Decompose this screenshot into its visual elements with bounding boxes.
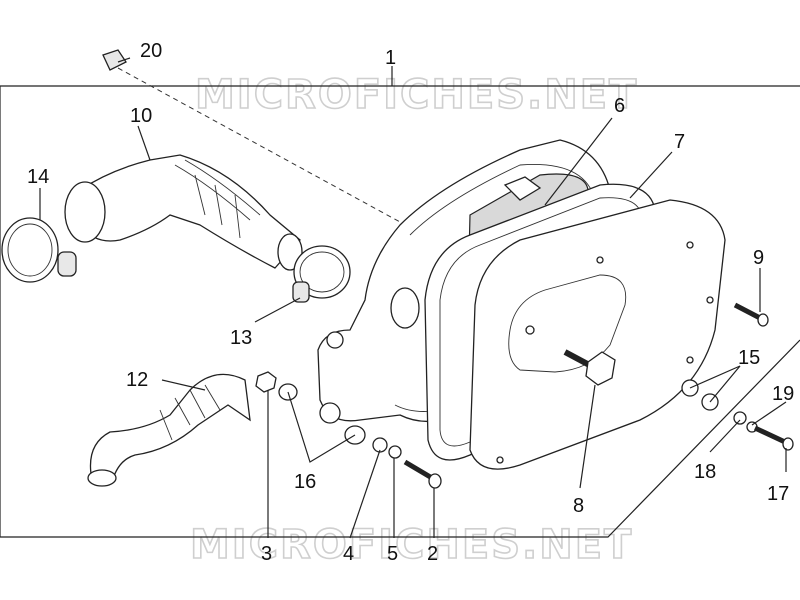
leader-19 (751, 401, 787, 426)
callout-8: 8 (573, 495, 584, 517)
leader-20 (117, 57, 131, 63)
callout-16: 16 (294, 471, 316, 493)
callout-13: 13 (230, 327, 252, 349)
callout-14: 14 (27, 166, 49, 188)
callout-10: 10 (130, 105, 152, 127)
leader-6 (544, 117, 613, 206)
callout-15: 15 (738, 347, 760, 369)
callout-12: 12 (126, 369, 148, 391)
leader-10 (137, 125, 151, 161)
washer-4 (372, 437, 388, 453)
leader-15 (689, 365, 741, 403)
bolt-17 (753, 425, 794, 451)
hose-clamp-13 (292, 245, 351, 303)
air-box-cover (469, 199, 726, 470)
callout-1: 1 (385, 47, 396, 69)
callout-4: 4 (343, 543, 354, 565)
callout-19: 19 (772, 383, 794, 405)
leader-12 (161, 379, 206, 391)
intake-duct-10 (64, 154, 303, 271)
nut-3 (255, 371, 277, 393)
callout-17: 17 (767, 483, 789, 505)
bushing-15 (681, 379, 719, 411)
leader-18 (709, 419, 741, 453)
bolt-2 (403, 459, 442, 489)
hose-clamp-14 (1, 217, 77, 283)
callout-18: 18 (694, 461, 716, 483)
assembly-frame-left (0, 85, 800, 538)
clip-20 (102, 49, 127, 71)
leader-4 (349, 449, 381, 539)
callout-6: 6 (614, 95, 625, 117)
duct-12 (87, 373, 251, 487)
watermark-top: MICROFICHES.NET (195, 72, 638, 118)
leader-16 (287, 391, 356, 463)
leader-13 (254, 297, 301, 323)
washer-5 (388, 445, 402, 459)
screw-9 (733, 302, 769, 327)
callout-20: 20 (140, 40, 162, 62)
callout-7: 7 (674, 131, 685, 153)
callout-2: 2 (427, 543, 438, 565)
watermark-bottom: MICROFICHES.NET (190, 522, 633, 568)
callout-5: 5 (387, 543, 398, 565)
knob-screw (563, 349, 616, 386)
leader-7 (629, 151, 673, 199)
leader-8 (579, 384, 596, 489)
callout-9: 9 (753, 247, 764, 269)
callout-3: 3 (261, 543, 272, 565)
